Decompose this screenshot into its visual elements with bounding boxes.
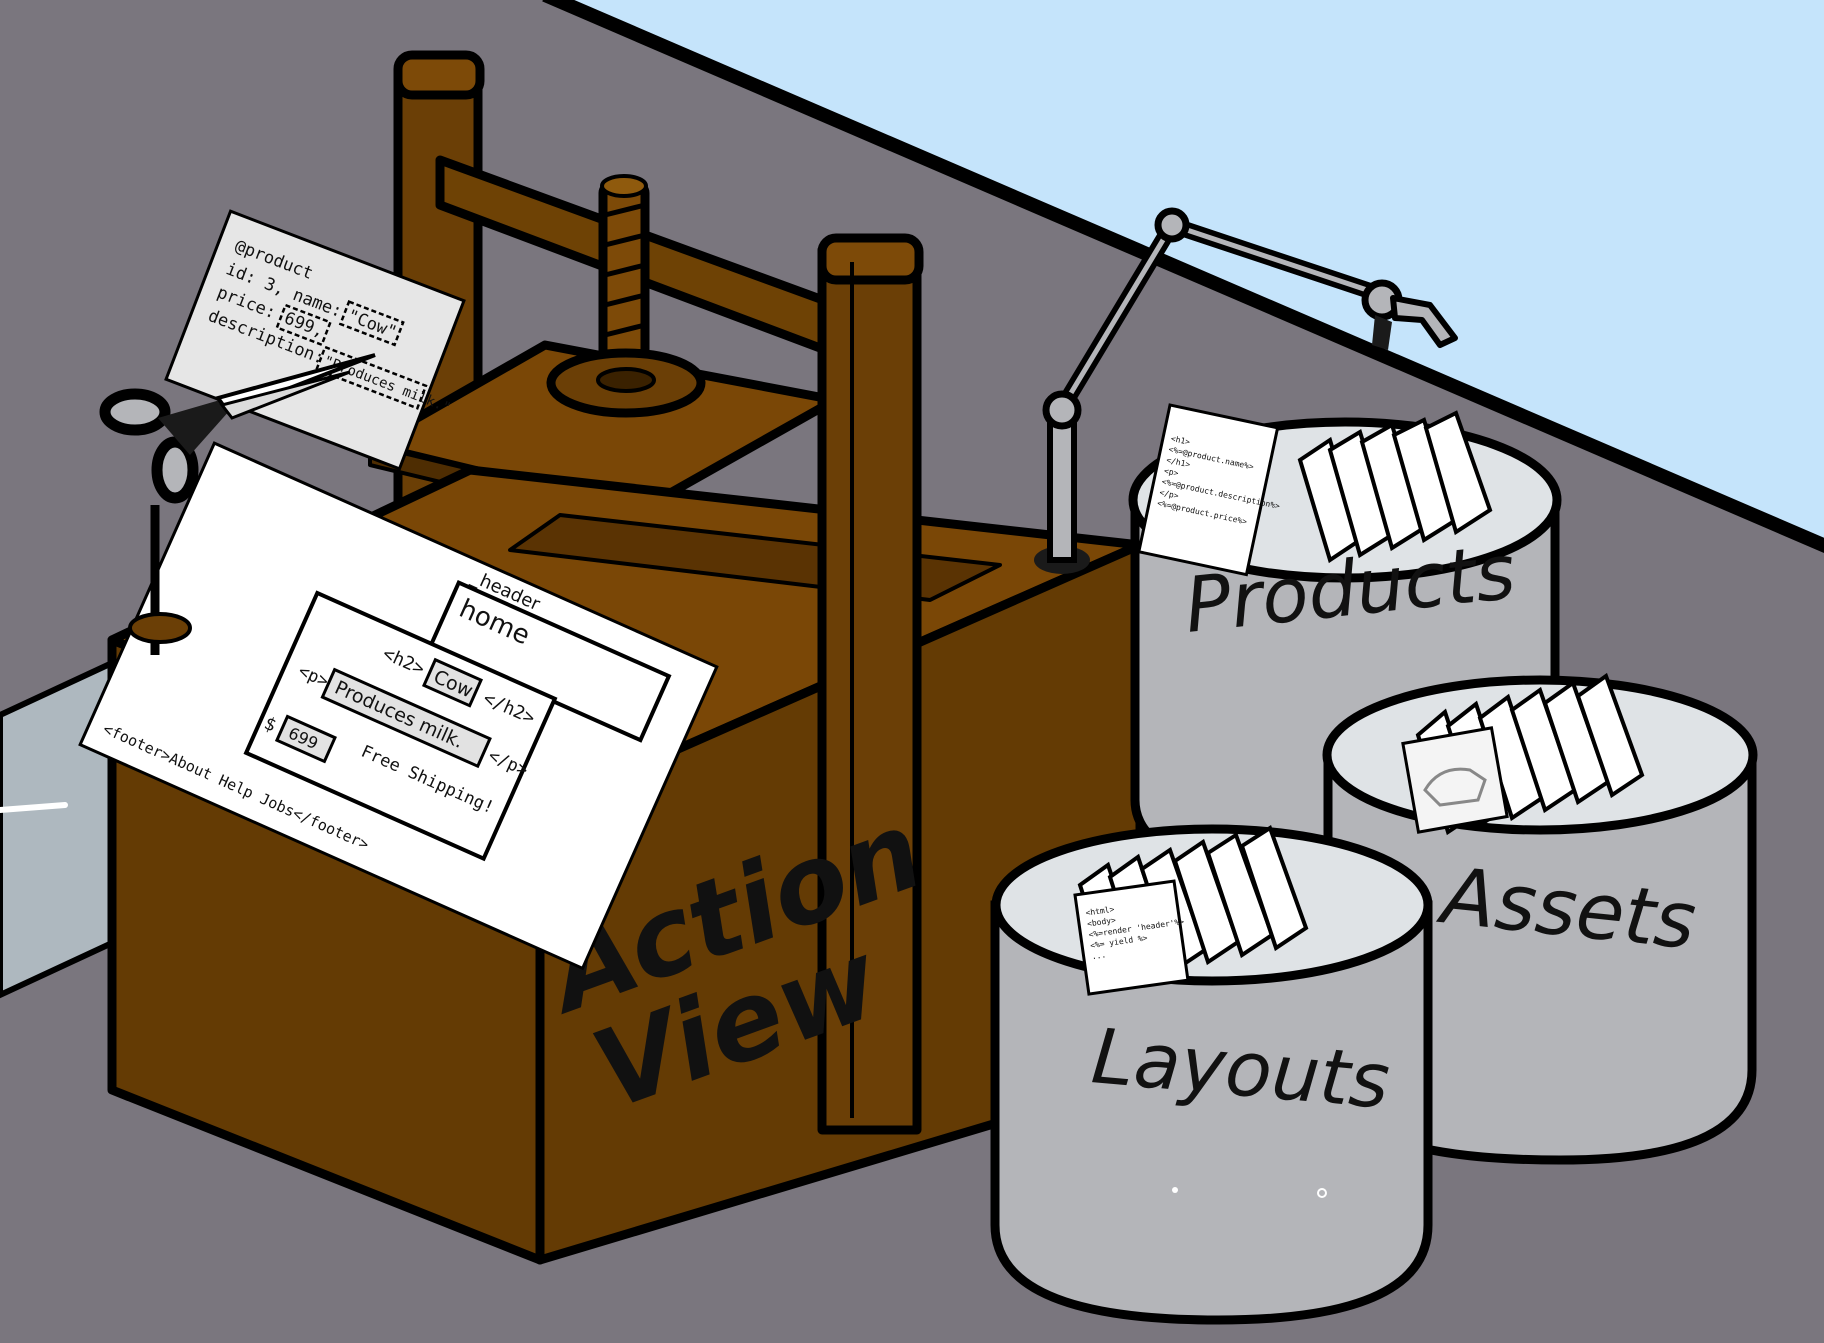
arm-joint-elbow bbox=[1154, 207, 1190, 243]
arm-joint-base bbox=[1042, 390, 1082, 430]
scissors-pivot bbox=[158, 400, 230, 455]
scissors-icon bbox=[99, 353, 376, 655]
scissors-handle-top bbox=[99, 388, 171, 436]
price-value-dashed-box bbox=[275, 303, 332, 347]
products-template-line-0: <h1> bbox=[1170, 434, 1191, 447]
arm-segment-1-core bbox=[1059, 222, 1175, 411]
arm-gripper bbox=[1390, 295, 1458, 348]
price-value-box bbox=[274, 714, 337, 764]
layouts-bin-speck-2 bbox=[1317, 1188, 1327, 1198]
layouts-template-paper bbox=[1073, 879, 1190, 996]
arm-gripper-lower bbox=[1372, 315, 1392, 350]
layouts-template-line-0: <html> bbox=[1085, 905, 1115, 918]
wall-edge bbox=[542, 0, 1824, 554]
products-template-line-5: </p> bbox=[1159, 488, 1180, 501]
p-value-box bbox=[320, 667, 492, 769]
products-template-sheet: <h1> <%=@product.name%> </h1> <p> <%=@pr… bbox=[1137, 403, 1281, 577]
products-bin-files bbox=[1297, 410, 1493, 564]
layouts-template-line-4: ... bbox=[1091, 950, 1107, 961]
scissors-arm-base bbox=[128, 612, 192, 644]
screw-top bbox=[600, 174, 648, 198]
assets-bin: Assets bbox=[1322, 672, 1758, 1165]
scissors-blade-lower bbox=[219, 370, 351, 420]
scissors-handle-bottom bbox=[151, 436, 199, 504]
screw-hole bbox=[596, 367, 656, 393]
arm-column bbox=[1047, 412, 1077, 563]
h2-value-box bbox=[421, 657, 484, 708]
layouts-template-line-1: <body> bbox=[1087, 916, 1117, 929]
screw-threads bbox=[604, 202, 646, 368]
description-value-dashed-box bbox=[314, 345, 428, 410]
products-template-line-3: <p> bbox=[1163, 466, 1179, 478]
layouts-bin-body bbox=[990, 900, 1433, 1325]
cow-image-icon bbox=[1401, 726, 1509, 834]
back-post-left-top bbox=[393, 50, 485, 100]
arm-segment-2-core bbox=[1169, 222, 1385, 298]
products-template-paper bbox=[1137, 403, 1280, 577]
front-post-top bbox=[817, 233, 924, 285]
data-card: @product id: 3, name: "Cow" price: 699, … bbox=[164, 209, 466, 471]
glass-glint bbox=[0, 802, 68, 813]
robot-arm-icon bbox=[1034, 207, 1458, 574]
layouts-bin-speck-1 bbox=[1172, 1187, 1178, 1193]
front-post bbox=[817, 245, 922, 1135]
layouts-template-sheet: <html> <body> <%=render 'header'%> <%= y… bbox=[1073, 879, 1190, 996]
layouts-bin: <html> <body> <%=render 'header'%> <%= y… bbox=[990, 824, 1433, 1325]
